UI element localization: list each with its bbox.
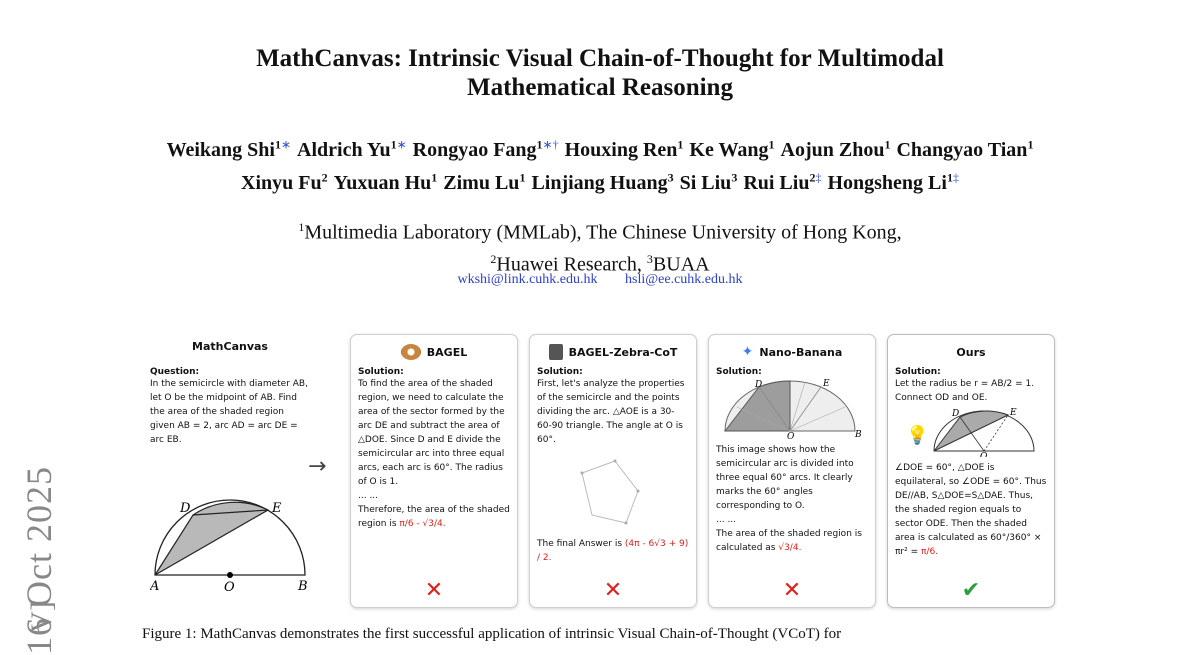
author-name: Rui Liu2‡: [743, 170, 822, 195]
answer-text: π/6.: [921, 547, 939, 557]
aff-sup: 2: [490, 251, 497, 266]
solution-label: Solution:: [895, 367, 941, 377]
arxiv-id-fragment: V]: [24, 601, 58, 633]
aff-text: Huawei Research,: [496, 253, 647, 276]
question-text: In the semicircle with diameter AB, let …: [150, 379, 308, 445]
answer-text: π/6 - √3/4.: [399, 519, 446, 529]
aff-text: Multimedia Laboratory (MMLab), The Chine…: [304, 221, 902, 244]
author-name: Si Liu3: [679, 170, 738, 195]
model-name: Ours: [956, 345, 986, 359]
model-card-bagel: BAGEL Solution: To find the area of the …: [350, 334, 518, 608]
author-line-1: Weikang Shi1∗Aldrich Yu1∗Rongyao Fang1∗†…: [0, 130, 1200, 164]
wrong-icon: ✕: [782, 578, 802, 603]
label-E: E: [271, 501, 282, 516]
model-card-ours: Ours Solution: Let the radius be r = AB/…: [887, 334, 1055, 608]
nano-banana-diagram: D E O B: [723, 379, 862, 442]
panel-title: MathCanvas: [192, 340, 268, 353]
author-name: Yuxuan Hu1: [333, 170, 438, 195]
solution-text: First, let's analyze the properties of t…: [537, 379, 685, 445]
author-name: Houxing Ren1: [564, 137, 684, 161]
aff-text: BUAA: [652, 253, 710, 276]
solution-text: Let the radius be r = AB/2 = 1. Connect …: [895, 379, 1035, 403]
label-D: D: [179, 501, 191, 516]
author-name: Rongyao Fang1∗†: [412, 137, 559, 161]
author-name: Ke Wang1: [689, 137, 775, 161]
figure-caption: Figure 1: MathCanvas demonstrates the fi…: [142, 626, 1142, 643]
ours-diagram: D E O: [933, 408, 1035, 462]
caption-text: MathCanvas demonstrates the first succes…: [200, 626, 842, 642]
model-name: Nano-Banana: [759, 345, 843, 359]
solution-label: Solution:: [358, 367, 404, 377]
figure-1: MathCanvas Question: In the semicircle w…: [150, 330, 1060, 610]
email-link[interactable]: wkshi@link.cuhk.edu.hk: [457, 272, 598, 287]
svg-text:B: B: [854, 430, 862, 439]
model-name: BAGEL-Zebra-CoT: [568, 345, 678, 359]
ellipsis: ... ...: [716, 515, 737, 525]
wrong-icon: ✕: [424, 578, 444, 603]
arrow-icon: →: [308, 454, 327, 479]
model-name: BAGEL: [426, 345, 468, 359]
wrong-icon: ✕: [603, 578, 623, 603]
solution-text-2: ∠DOE = 60°, △DOE is equilateral, so ∠ODE…: [895, 463, 1047, 557]
answer-line: Therefore, the area of the shaded region…: [358, 505, 510, 529]
author-name: Weikang Shi1∗: [166, 137, 292, 161]
author-name: Hongsheng Li1‡: [827, 170, 959, 195]
author-name: Changyao Tian1: [896, 137, 1034, 161]
solution-text: To find the area of the shaded region, w…: [358, 379, 505, 487]
model-card-nano-banana: ✦ Nano-Banana Solution: D E O B This ima…: [708, 334, 876, 608]
title-line-1: MathCanvas: Intrinsic Visual Chain-of-Th…: [256, 45, 944, 72]
card-header: Ours: [888, 341, 1054, 363]
sketch-diagram: [580, 459, 640, 525]
semicircle-diagram: A B D E O: [150, 499, 308, 595]
card-header: BAGEL: [351, 341, 517, 363]
author-name: Aldrich Yu1∗: [297, 137, 407, 161]
title-line-2: Mathematical Reasoning: [467, 74, 733, 101]
label-B: B: [297, 579, 308, 594]
emails: wkshi@link.cuhk.edu.hk hsli@ee.cuhk.edu.…: [0, 272, 1200, 288]
affiliations: 1Multimedia Laboratory (MMLab), The Chin…: [0, 214, 1200, 277]
author-name: Zimu Lu1: [443, 170, 526, 195]
answer-line: The area of the shaded region is calcula…: [716, 529, 862, 553]
svg-text:D: D: [951, 409, 959, 419]
sparkle-icon: ✦: [741, 344, 754, 360]
caption-label: Figure 1:: [142, 626, 197, 642]
model-card-bagel-zebra-cot: BAGEL-Zebra-CoT Solution: First, let's a…: [529, 334, 697, 608]
author-name: Xinyu Fu2: [241, 170, 328, 195]
question-label: Question:: [150, 367, 200, 377]
affiliation-line-1: 1Multimedia Laboratory (MMLab), The Chin…: [0, 214, 1200, 246]
solution-label: Solution:: [537, 367, 583, 377]
author-name: Linjiang Huang3: [531, 170, 674, 195]
ellipsis: ... ...: [358, 491, 379, 501]
lightbulb-icon: 💡: [906, 425, 929, 446]
author-list: Weikang Shi1∗Aldrich Yu1∗Rongyao Fang1∗†…: [0, 130, 1200, 197]
svg-text:E: E: [1009, 408, 1017, 418]
solution-text: This image shows how the semicircular ar…: [716, 445, 854, 511]
author-name: Aojun Zhou1: [780, 137, 891, 161]
label-A: A: [150, 579, 159, 594]
question-panel: MathCanvas Question: In the semicircle w…: [150, 330, 310, 610]
answer-text: (4π - 6√3 + 9) / 2.: [537, 539, 689, 563]
bagel-icon: [400, 344, 421, 360]
svg-text:O: O: [787, 432, 795, 439]
email-link[interactable]: hsli@ee.cuhk.edu.hk: [625, 272, 743, 287]
affiliation-line-2: 2Huawei Research, 3BUAA: [0, 246, 1200, 278]
aff-sup: 1: [298, 220, 305, 234]
svg-text:E: E: [822, 379, 830, 389]
svg-text:D: D: [754, 380, 762, 390]
card-header: ✦ Nano-Banana: [709, 341, 875, 363]
answer-text: √3/4.: [778, 543, 802, 553]
paper-title: MathCanvas: Intrinsic Visual Chain-of-Th…: [0, 44, 1200, 102]
solution-label: Solution:: [716, 367, 762, 377]
answer-line: The final Answer is (4π - 6√3 + 9) / 2.: [537, 539, 689, 563]
svg-text:O: O: [980, 452, 988, 457]
check-icon: ✔: [961, 578, 981, 603]
card-header: BAGEL-Zebra-CoT: [530, 341, 696, 363]
label-O: O: [224, 580, 235, 595]
zebra-icon: [548, 344, 563, 360]
aff-sup: 3: [646, 251, 653, 266]
